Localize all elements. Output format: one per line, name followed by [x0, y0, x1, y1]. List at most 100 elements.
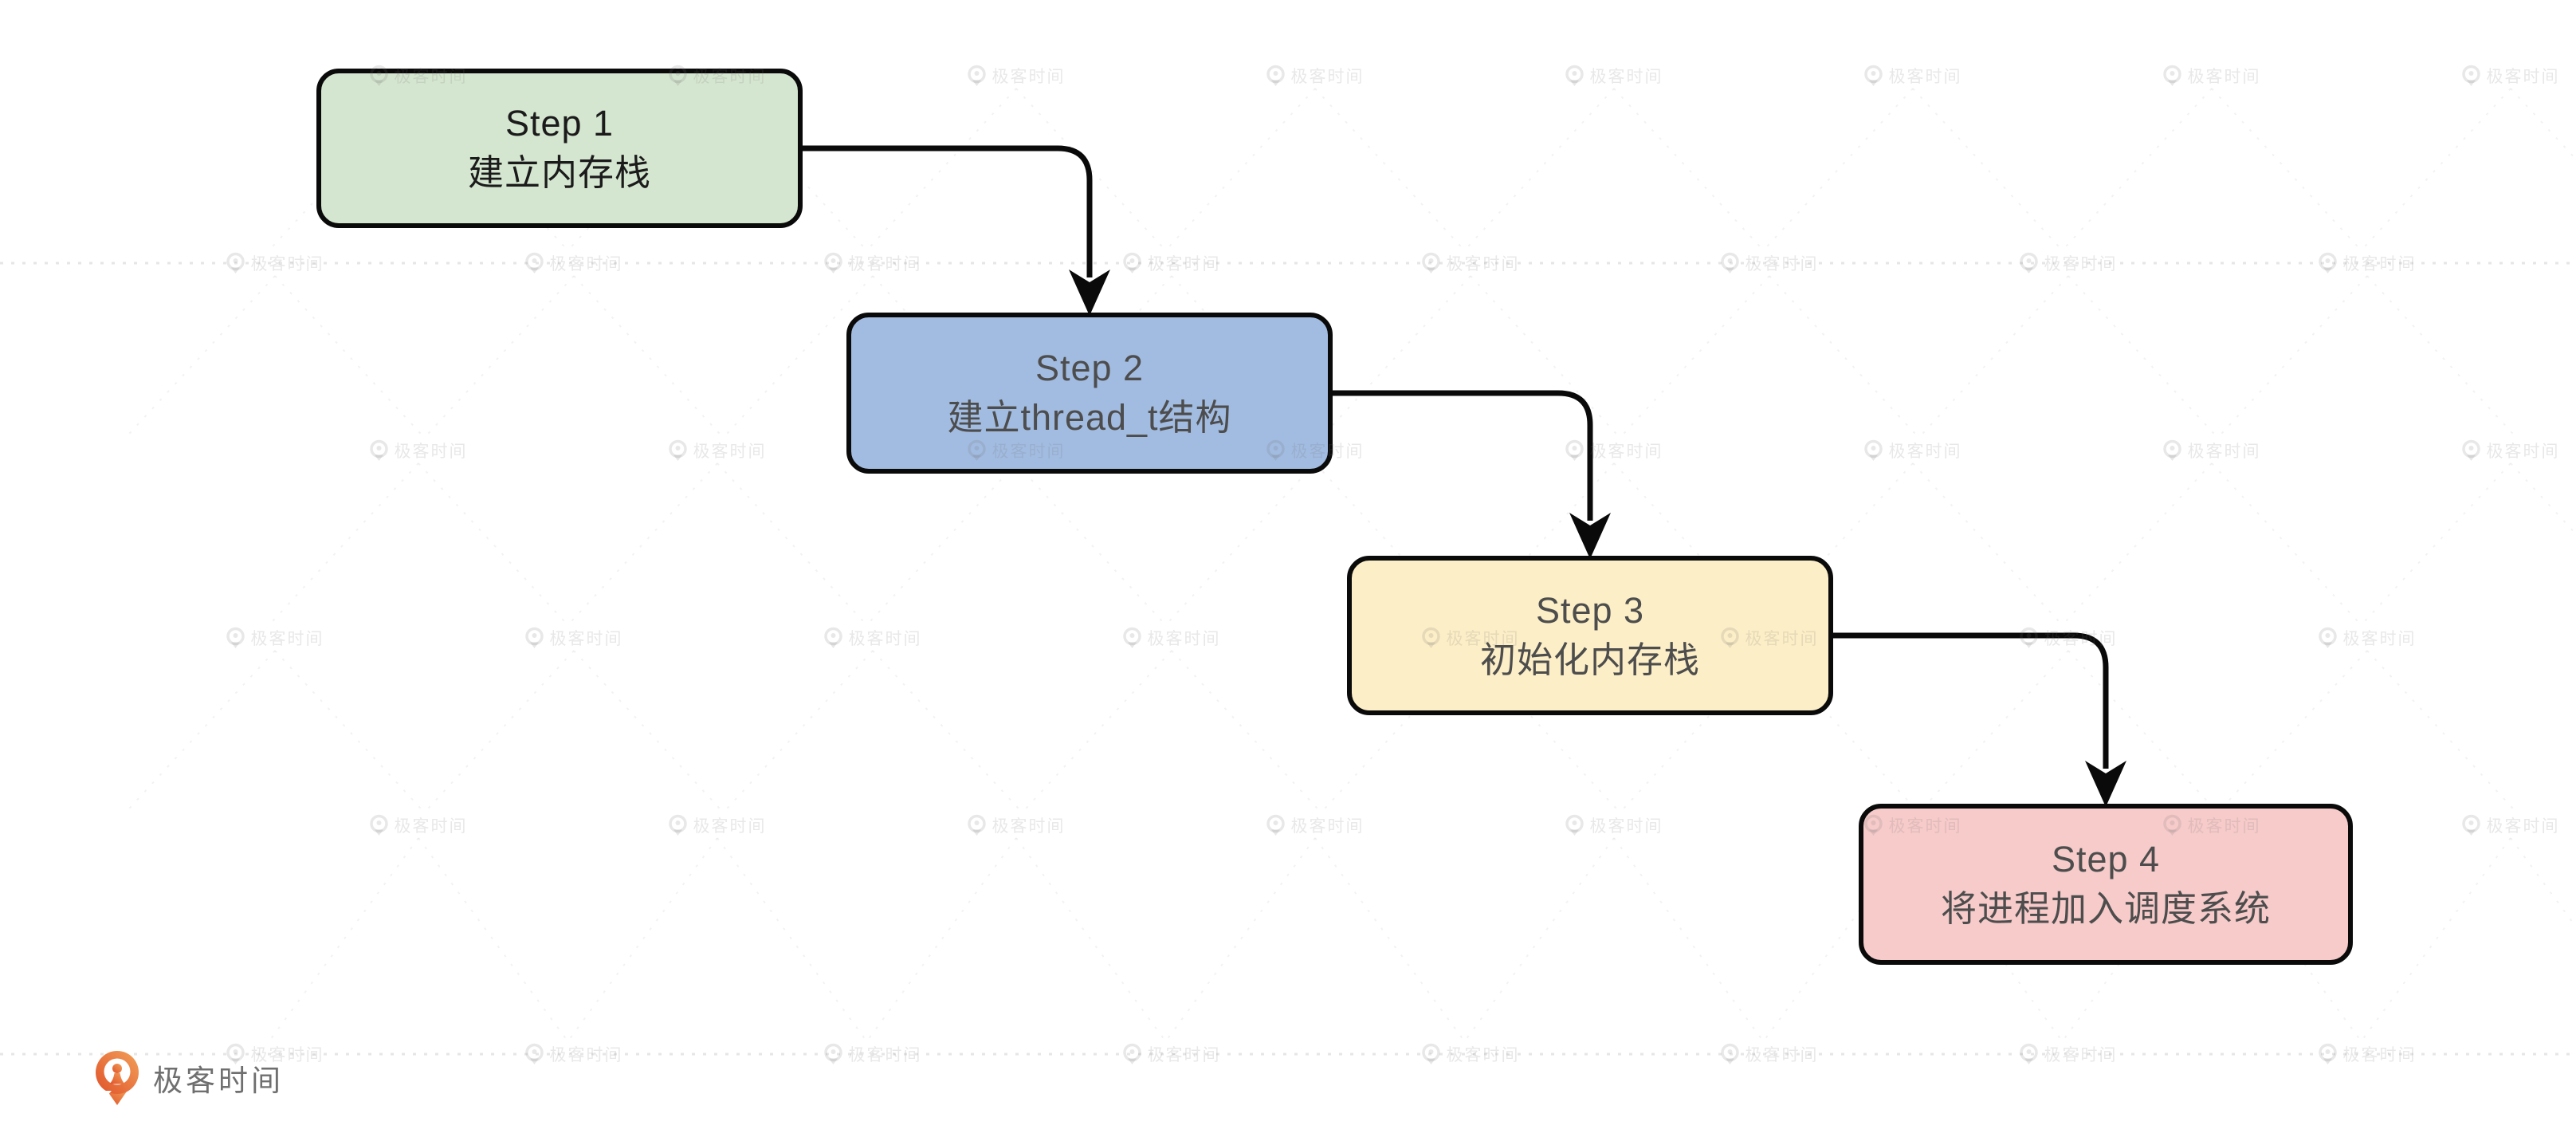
watermark-stamp: 极客时间 — [2319, 251, 2417, 275]
step-subtitle: 将进程加入调度系统 — [1940, 888, 2271, 929]
geektime-watermark-icon — [1565, 439, 1584, 461]
watermark-text: 极客时间 — [394, 68, 468, 86]
watermark-text: 极客时间 — [2342, 1046, 2417, 1064]
geektime-watermark-icon — [226, 252, 245, 273]
watermark-stamp: 极客时间 — [525, 251, 623, 275]
watermark-text: 极客时间 — [1446, 630, 1520, 648]
watermark-text: 极客时间 — [394, 443, 468, 461]
geektime-watermark-icon — [1721, 1043, 1739, 1064]
watermark-stamp: 极客时间 — [968, 813, 1066, 837]
watermark-stamp: 极客时间 — [226, 1042, 324, 1066]
geektime-watermark-icon — [1123, 1043, 1141, 1064]
watermark-text: 极客时间 — [1745, 1046, 1819, 1064]
watermark-text: 极客时间 — [2486, 443, 2560, 461]
geektime-watermark-icon — [226, 627, 245, 648]
geektime-watermark-icon — [1266, 439, 1285, 461]
geektime-watermark-icon — [1565, 65, 1584, 86]
geektime-watermark-icon — [1565, 814, 1584, 836]
step-box-1: Step 1 建立内存栈 — [316, 69, 803, 228]
watermark-stamp: 极客时间 — [1864, 439, 1962, 462]
watermark-stamp: 极客时间 — [2163, 439, 2261, 462]
geektime-watermark-icon — [1864, 439, 1883, 461]
watermark-text: 极客时间 — [2486, 817, 2560, 836]
geektime-watermark-icon — [1123, 252, 1141, 273]
geektime-watermark-icon — [669, 439, 687, 461]
watermark-text: 极客时间 — [250, 255, 324, 273]
watermark-stamp: 极客时间 — [1422, 251, 1520, 275]
watermark-stamp: 极客时间 — [2462, 813, 2560, 837]
watermark-text: 极客时间 — [992, 68, 1066, 86]
watermark-stamp: 极客时间 — [525, 1042, 623, 1066]
geektime-watermark-icon — [2020, 627, 2038, 648]
geektime-watermark-icon — [2319, 627, 2337, 648]
step-subtitle: 建立内存栈 — [467, 152, 651, 193]
geektime-watermark-icon — [370, 439, 388, 461]
watermark-stamp: 极客时间 — [1721, 251, 1819, 275]
geektime-watermark-icon — [1422, 252, 1440, 273]
watermark-stamp: 极客时间 — [226, 251, 324, 275]
geektime-watermark-icon — [525, 1043, 544, 1064]
geektime-watermark-icon — [824, 1043, 842, 1064]
watermark-stamp: 极客时间 — [1422, 1042, 1520, 1066]
step-title: Step 1 — [505, 103, 615, 144]
watermark-stamp: 极客时间 — [1864, 64, 1962, 88]
watermark-stamp: 极客时间 — [968, 439, 1066, 462]
arrowhead-icon — [2085, 761, 2126, 807]
geektime-watermark-icon — [968, 814, 986, 836]
watermark-stamp: 极客时间 — [1123, 626, 1221, 650]
geektime-watermark-icon — [824, 627, 842, 648]
watermark-text: 极客时间 — [1290, 443, 1365, 461]
geektime-watermark-icon — [370, 65, 388, 86]
geektime-watermark-icon — [1721, 627, 1739, 648]
watermark-text: 极客时间 — [848, 255, 922, 273]
watermark-text: 极客时间 — [992, 817, 1066, 836]
watermark-text: 极客时间 — [2187, 68, 2261, 86]
watermark-text: 极客时间 — [1290, 68, 1365, 86]
watermark-text: 极客时间 — [549, 630, 623, 648]
watermark-text: 极客时间 — [848, 630, 922, 648]
watermark-stamp: 极客时间 — [1721, 1042, 1819, 1066]
geektime-watermark-icon — [1721, 252, 1739, 273]
watermark-text: 极客时间 — [1147, 1046, 1221, 1064]
geektime-watermark-icon — [370, 814, 388, 836]
brand-footer: 极客时间 — [94, 1049, 284, 1107]
geektime-watermark-icon — [2020, 252, 2038, 273]
watermark-stamp: 极客时间 — [2319, 626, 2417, 650]
geektime-watermark-icon — [226, 1043, 245, 1064]
geektime-watermark-icon — [1123, 627, 1141, 648]
watermark-stamp: 极客时间 — [2163, 64, 2261, 88]
geektime-watermark-icon — [2319, 252, 2337, 273]
watermark-stamp: 极客时间 — [226, 626, 324, 650]
watermark-stamp: 极客时间 — [1266, 439, 1365, 462]
watermark-stamp: 极客时间 — [525, 626, 623, 650]
watermark-text: 极客时间 — [1888, 817, 1962, 836]
geektime-watermark-icon — [968, 439, 986, 461]
watermark-stamp: 极客时间 — [370, 64, 468, 88]
connector-line-3 — [1830, 632, 2109, 769]
watermark-text: 极客时间 — [848, 1046, 922, 1064]
arrowhead-icon — [1069, 270, 1110, 316]
geektime-watermark-icon — [2462, 814, 2480, 836]
watermark-stamp: 极客时间 — [1565, 439, 1663, 462]
step-title: Step 3 — [1535, 590, 1645, 631]
watermark-text: 极客时间 — [1446, 1046, 1520, 1064]
watermark-stamp: 极客时间 — [2319, 1042, 2417, 1066]
geektime-watermark-icon — [2163, 65, 2181, 86]
watermark-stamp: 极客时间 — [1721, 626, 1819, 650]
watermark-text: 极客时间 — [1888, 68, 1962, 86]
arrowhead-icon — [1569, 513, 1611, 559]
watermark-text: 极客时间 — [2044, 255, 2118, 273]
watermark-text: 极客时间 — [992, 443, 1066, 461]
watermark-stamp: 极客时间 — [2020, 251, 2118, 275]
watermark-text: 极客时间 — [1589, 443, 1663, 461]
watermark-text: 极客时间 — [693, 443, 767, 461]
watermark-stamp: 极客时间 — [1565, 813, 1663, 837]
watermark-stamp: 极客时间 — [1864, 813, 1962, 837]
watermark-stamp: 极客时间 — [669, 64, 767, 88]
watermark-text: 极客时间 — [250, 1046, 324, 1064]
watermark-stamp: 极客时间 — [1422, 626, 1520, 650]
